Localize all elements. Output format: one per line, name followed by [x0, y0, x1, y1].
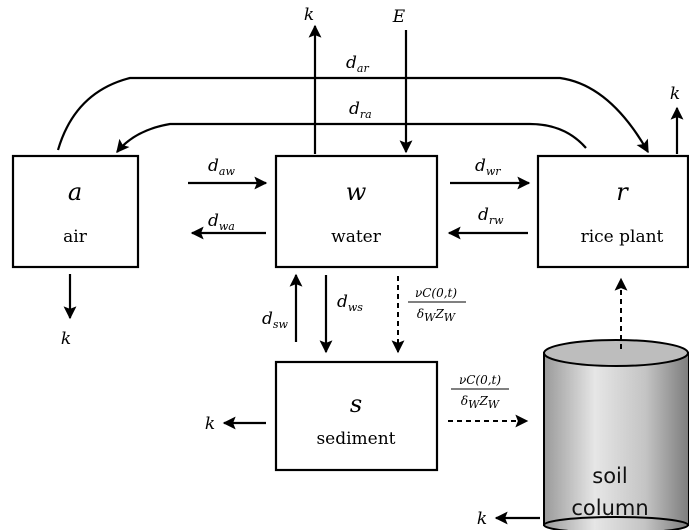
rice-symbol: r [616, 178, 629, 206]
sediment-symbol: s [350, 390, 362, 418]
soil-column [543, 339, 689, 530]
rice-plant-compartment [536, 154, 689, 269]
flux-denominator: δWZW [461, 394, 501, 411]
k-label-soil: k [477, 509, 487, 529]
water-label: water [331, 227, 382, 247]
d-ws-label: dws [337, 292, 363, 314]
k-label-rice: k [670, 84, 680, 104]
soil-label: soil [592, 464, 627, 488]
rice-label: rice plant [581, 227, 664, 247]
k-label-sediment: k [205, 414, 215, 434]
air-label: air [63, 227, 88, 247]
d-ar-label: dar [346, 53, 369, 75]
sediment-label: sediment [316, 429, 395, 449]
k-label-water-top: k [304, 5, 314, 25]
d-wr-label: dwr [475, 156, 501, 178]
emission-label: E [392, 7, 406, 27]
d-ra-arrow [116, 122, 587, 154]
d-ra-label: dra [349, 99, 372, 121]
air-symbol: a [68, 178, 82, 206]
water-compartment [274, 154, 439, 269]
air-compartment [11, 154, 140, 269]
column-label: column [571, 496, 648, 520]
flux-numerator: νC(0,t) [415, 286, 457, 300]
flux-denominator: δWZW [417, 307, 457, 324]
flux-numerator: νC(0,t) [459, 373, 501, 387]
d-sw-label: dsw [262, 309, 289, 331]
sediment-compartment [274, 360, 439, 472]
d-rw-label: drw [478, 205, 504, 227]
water-symbol: w [346, 178, 367, 206]
d-ar-arrow [56, 76, 649, 154]
d-wa-label: dwa [208, 211, 235, 233]
d-aw-label: daw [208, 156, 235, 178]
flux-fraction-water-sediment: νC(0,t) δWZW [408, 286, 466, 324]
flux-fraction-sediment-soil: νC(0,t) δWZW [451, 373, 509, 411]
k-label-air: k [61, 329, 71, 349]
